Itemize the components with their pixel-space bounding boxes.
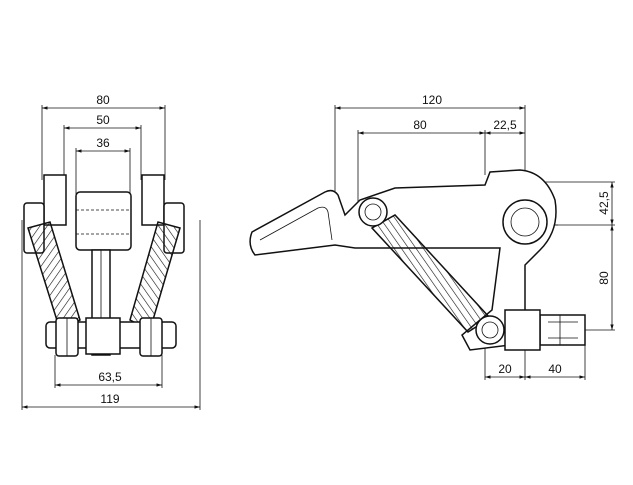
left-spring [27,221,81,332]
dim-text-42-5: 42,5 [597,191,611,215]
dim-line-36: 36 [76,136,130,153]
front-view: 80 50 36 63,5 119 [21,93,201,410]
dim-text-20: 20 [498,362,512,376]
dim-line-20: 20 [485,362,525,379]
dim-text-120: 120 [422,93,442,107]
dim-line-22-5: 22,5 [485,118,525,135]
dim-text-40: 40 [548,362,562,376]
dim-text-22-5: 22,5 [493,118,517,132]
top-nut [358,197,388,227]
dim-line-80-side: 80 [358,118,485,135]
dim-text-80-vertical: 80 [597,271,611,285]
dim-text-63-5: 63,5 [98,370,122,384]
left-bracket [43,174,67,226]
center-axle-block [85,317,121,355]
dim-line-50: 50 [63,113,141,130]
dim-line-119: 119 [22,392,200,409]
side-view: 120 80 22,5 42,5 80 20 40 [249,93,615,380]
central-roller [75,191,132,251]
dim-text-119: 119 [100,392,119,406]
dim-line-80-front: 80 [42,93,165,110]
dim-line-42-5: 42,5 [597,182,614,225]
dim-line-120: 120 [335,93,525,110]
lower-plate [504,309,541,351]
pivot-boss [502,199,548,245]
dim-line-40: 40 [525,362,585,379]
right-bracket [141,174,165,226]
main-arm [249,169,557,351]
dim-line-80-vertical: 80 [597,225,614,330]
dim-text-80: 80 [96,93,110,107]
bolt-shaft [539,314,586,346]
side-parts [249,169,586,351]
side-extension-lines [334,105,615,380]
right-spring [129,221,181,332]
dim-text-36: 36 [96,136,110,150]
front-extension-lines [21,105,201,410]
front-parts [23,174,185,357]
dim-text-50: 50 [96,113,110,127]
dim-line-63-5: 63,5 [55,370,162,387]
bottom-nut [475,315,505,345]
dim-text-80-side: 80 [413,118,427,132]
